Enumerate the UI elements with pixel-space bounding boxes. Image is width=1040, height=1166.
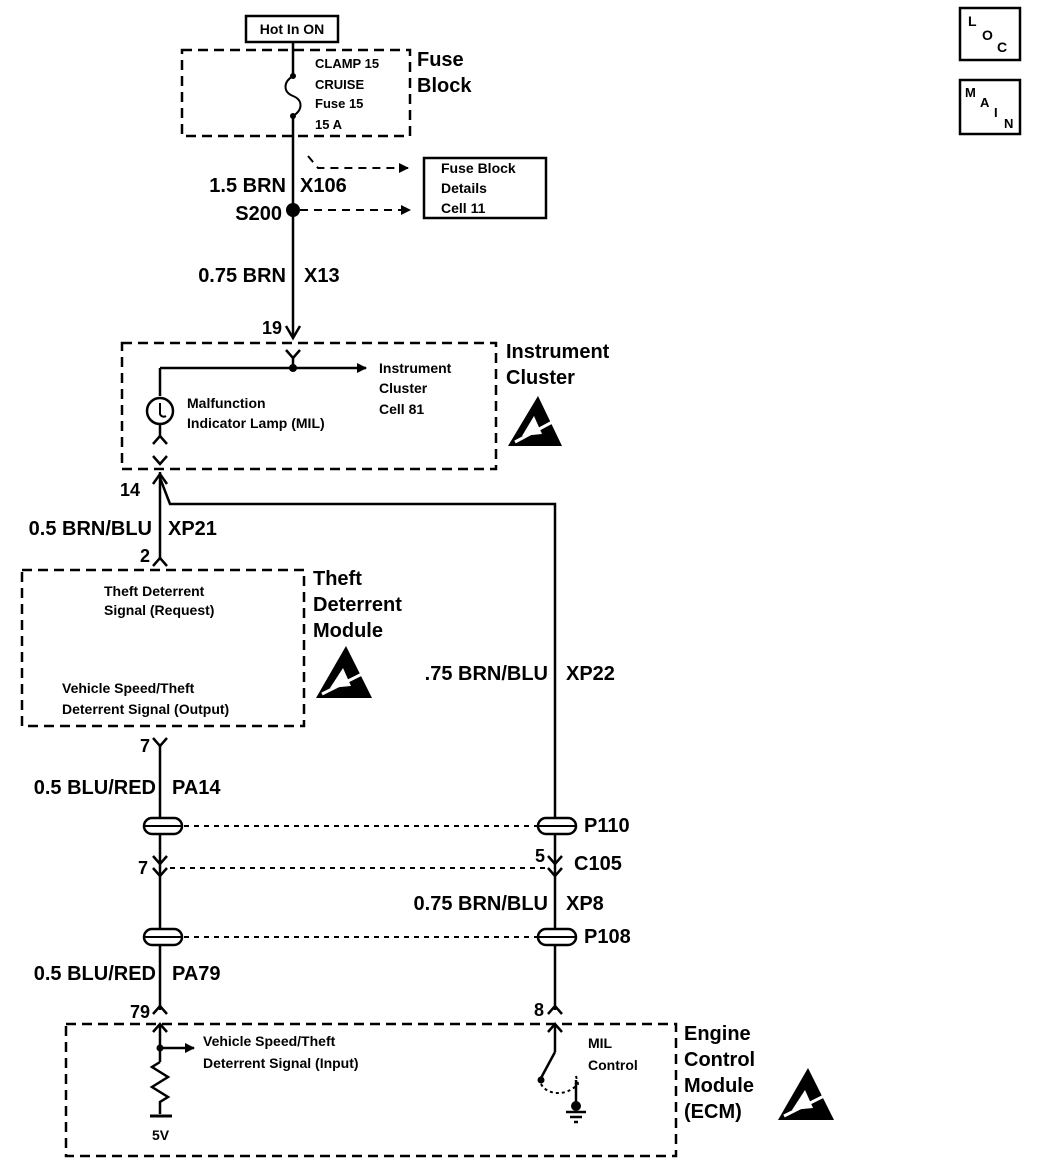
fuse-line4: 15 A [315, 117, 343, 132]
loc-letter-o: O [982, 27, 993, 43]
connector-c105-label: C105 [574, 853, 622, 875]
theft-module-outline [20, 568, 306, 728]
wire-xp8-gauge: 0.75 BRN/BLU [414, 893, 548, 915]
pin-c105-5: 5 [535, 846, 545, 866]
ecm-input-1: Vehicle Speed/Theft [203, 1033, 336, 1049]
tdm-output-1: Vehicle Speed/Theft [62, 680, 195, 696]
pin-tdm-2: 2 [140, 546, 150, 566]
connector-p110-left [142, 816, 184, 836]
tdm-title-1: Theft [313, 568, 362, 590]
wire-xp21-gauge: 0.5 BRN/BLU [29, 518, 152, 540]
pin-c105-7: 7 [138, 858, 148, 878]
mil-label-1: Malfunction [187, 395, 266, 411]
ic-title-1: Instrument [506, 341, 610, 363]
pin-tdm-7: 7 [140, 736, 150, 756]
wire-x106-circuit: X106 [300, 175, 347, 197]
ecm-mil-2: Control [588, 1057, 638, 1073]
ecm-title-2: Control [684, 1049, 755, 1071]
loc-letter-c: C [997, 39, 1007, 55]
tdm-request-2: Signal (Request) [104, 602, 214, 618]
ecm-input-2: Deterrent Signal (Input) [203, 1055, 359, 1071]
wire-pa79-gauge: 0.5 BLU/RED [34, 963, 156, 985]
ecm-voltage: 5V [152, 1127, 170, 1143]
loc-letter-l: L [968, 13, 977, 29]
ecm-title-4: (ECM) [684, 1101, 742, 1123]
main-letter-i: I [994, 105, 998, 120]
wire-pa14-circuit: PA14 [172, 777, 221, 799]
fuse-details-line2: Details [441, 180, 487, 196]
tdm-request-1: Theft Deterrent [104, 583, 205, 599]
fuse-details-line3: Cell 11 [441, 200, 486, 216]
fuse-line1: CLAMP 15 [315, 56, 379, 71]
ic-title-2: Cluster [506, 367, 575, 389]
wire-x106-gauge: 1.5 BRN [209, 175, 286, 197]
mil-label-2: Indicator Lamp (MIL) [187, 415, 325, 431]
wire-xp22 [158, 477, 557, 828]
fuse-details-line1: Fuse Block [441, 160, 516, 176]
ecm-mil-1: MIL [588, 1035, 613, 1051]
fuse-line2: CRUISE [315, 77, 364, 92]
ecm-title-1: Engine [684, 1023, 751, 1045]
ic-ref-1: Instrument [379, 360, 452, 376]
connector-p108-left [142, 927, 184, 947]
wire-xp21-circuit: XP21 [168, 518, 217, 540]
wire-x13-gauge: 0.75 BRN [198, 265, 286, 287]
fuse-line3: Fuse 15 [315, 96, 363, 111]
esd-warning-icon [778, 1068, 834, 1120]
wire-xp22-circuit: XP22 [566, 663, 615, 685]
esd-warning-icon [316, 646, 372, 698]
ecm-outline [64, 1022, 678, 1158]
main-letter-a: A [980, 95, 990, 110]
wire-pa14-gauge: 0.5 BLU/RED [34, 777, 156, 799]
connector-p110-label: P110 [584, 815, 630, 837]
connector-p108-label: P108 [584, 926, 631, 948]
ref-line-fuse-details-1 [307, 155, 409, 173]
loc-button[interactable]: L O C [958, 6, 1022, 62]
switch-icon [539, 1051, 557, 1079]
ic-ref-3: Cell 81 [379, 401, 424, 417]
connector-p110-right [536, 816, 578, 836]
connector-p108-right [536, 927, 578, 947]
tdm-title-2: Deterrent [313, 594, 402, 616]
resistor-icon [149, 1060, 171, 1114]
pin-ecm-79: 79 [130, 1002, 150, 1022]
wire-pa79-circuit: PA79 [172, 963, 221, 985]
ecm-title-3: Module [684, 1075, 754, 1097]
pin-ic-19: 19 [262, 318, 282, 338]
splice-s200-label: S200 [235, 203, 282, 225]
fuse-block-title-1: Fuse [417, 49, 464, 71]
main-button[interactable]: M A I N [958, 78, 1022, 136]
main-letter-m: M [965, 85, 976, 100]
main-letter-n: N [1004, 116, 1013, 131]
connector-arrow-19 [284, 325, 302, 341]
instrument-cluster-outline [120, 341, 498, 471]
fuse-symbol [284, 75, 302, 117]
pin-ecm-8: 8 [534, 1000, 544, 1020]
fuse-block-details-box[interactable] [422, 156, 548, 220]
esd-warning-icon [508, 396, 562, 446]
wire-x13-circuit: X13 [304, 265, 340, 287]
tdm-output-2: Deterrent Signal (Output) [62, 701, 229, 717]
tdm-title-3: Module [313, 620, 383, 642]
ic-ref-2: Cluster [379, 380, 428, 396]
power-source-label: Hot In ON [260, 21, 325, 37]
fuse-block-title-2: Block [417, 75, 472, 97]
wire-xp22-gauge: .75 BRN/BLU [425, 663, 548, 685]
wire-xp8-circuit: XP8 [566, 893, 604, 915]
splice-s200-dot [286, 203, 300, 217]
fuse-block-outline [180, 48, 412, 138]
ground-icon [566, 1110, 586, 1124]
pin-ic-14: 14 [120, 480, 140, 500]
